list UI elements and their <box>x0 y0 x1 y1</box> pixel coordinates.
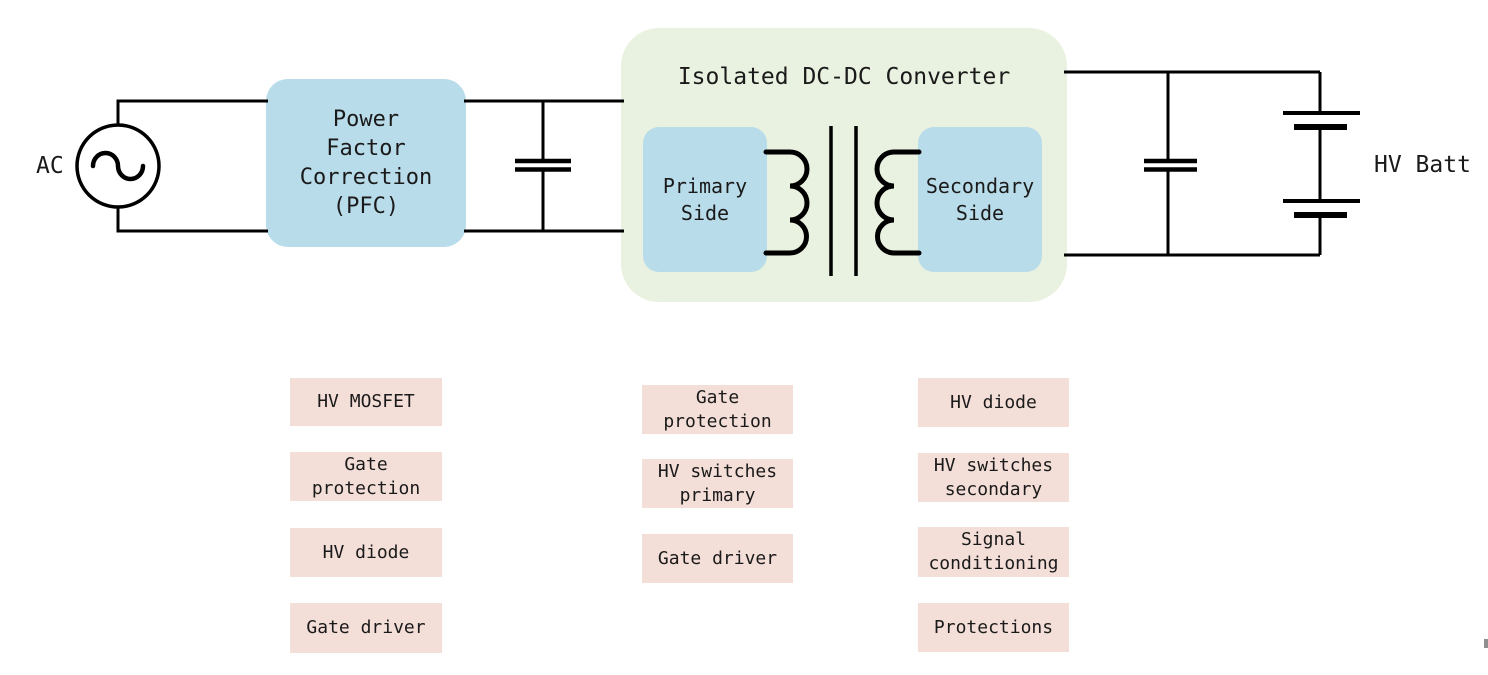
chip-hv-mosfet: HV MOSFET <box>290 378 442 426</box>
chip-signal-conditioning: Signal conditioning <box>918 527 1069 577</box>
chip-gate-protection-pfc: Gate protection <box>290 452 442 501</box>
primary-side-label: Primary Side <box>662 173 748 225</box>
pfc-to-converter-wires <box>464 99 624 233</box>
chip-hv-switches-secondary: HV switches secondary <box>918 453 1069 502</box>
output-capacitor-icon <box>1144 72 1197 255</box>
ac-input-wires <box>116 99 268 233</box>
chip-gate-protection-primary: Gate protection <box>642 385 793 434</box>
chip-gate-driver-primary: Gate driver <box>642 534 793 583</box>
edge-artifact <box>1484 639 1488 648</box>
pfc-block: Power Factor Correction (PFC) <box>266 79 466 247</box>
ac-source-icon <box>75 123 161 209</box>
chip-hv-diode-secondary: HV diode <box>918 378 1069 427</box>
converter-title: Isolated DC-DC Converter <box>677 64 1011 90</box>
hv-battery-label: HV Batt <box>1374 152 1471 178</box>
chip-gate-driver-pfc: Gate driver <box>290 603 442 653</box>
ac-source-label: AC <box>36 153 64 179</box>
dc-link-capacitor-icon <box>515 101 571 231</box>
converter-to-battery-wires <box>1064 70 1320 257</box>
chip-protections: Protections <box>918 603 1069 652</box>
secondary-side-label: Secondary Side <box>925 173 1035 225</box>
secondary-side-block: Secondary Side <box>918 127 1042 272</box>
pfc-block-label: Power Factor Correction (PFC) <box>299 107 433 219</box>
hv-battery-icon <box>1283 72 1360 255</box>
chip-hv-diode-pfc: HV diode <box>290 528 442 577</box>
chip-hv-switches-primary: HV switches primary <box>642 459 793 508</box>
primary-side-block: Primary Side <box>643 127 767 272</box>
